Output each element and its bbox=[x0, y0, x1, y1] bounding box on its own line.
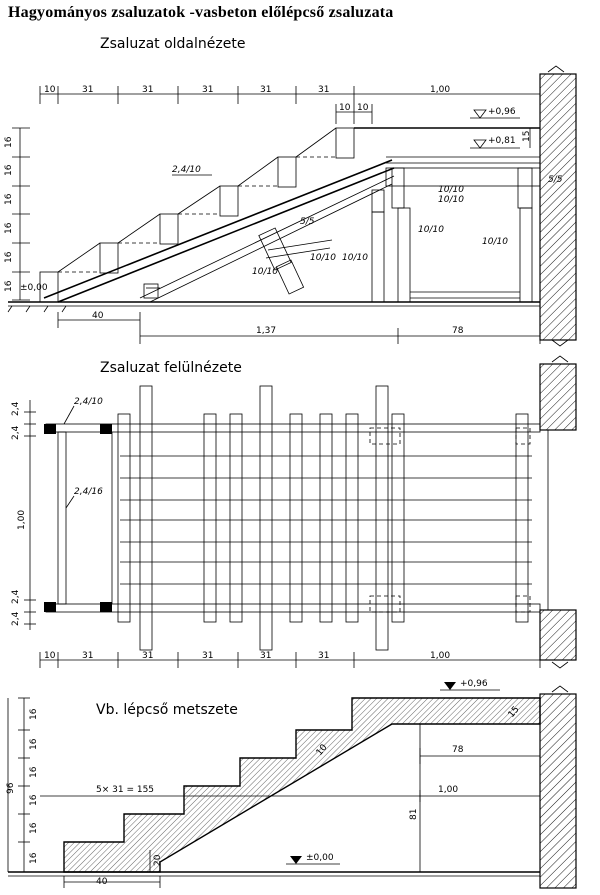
top-left-24-d: 2,4 bbox=[11, 611, 21, 626]
side-left-16-c: 16 bbox=[4, 193, 14, 205]
top-left-dimension: 2,4 2,4 1,00 2,4 2,4 bbox=[11, 400, 36, 630]
cross-dim-81: 81 bbox=[409, 809, 419, 820]
side-left-16-e: 16 bbox=[4, 251, 14, 263]
top-dim-31-d: 31 bbox=[260, 651, 271, 661]
cross-levels: +0,96 ±0,00 bbox=[286, 679, 500, 865]
side-landing bbox=[143, 127, 541, 303]
top-bottom-dimension: 10 31 31 31 31 31 1,00 bbox=[39, 651, 541, 668]
top-label-2410: 2,4/10 bbox=[74, 397, 103, 407]
side-dim-40: 40 bbox=[92, 311, 104, 321]
cross-left-16-e: 16 bbox=[29, 822, 39, 834]
side-levels: +0,96 +0,81 15 ±0,00 bbox=[20, 107, 532, 293]
cross-dim-155: 5× 31 = 155 bbox=[96, 785, 154, 795]
cross-left-16-d: 16 bbox=[29, 794, 39, 806]
side-dim-31-e: 31 bbox=[318, 85, 329, 95]
top-dim-31-a: 31 bbox=[82, 651, 93, 661]
side-dim-small-10-b: 10 bbox=[357, 103, 369, 113]
side-label-1010-a: 10/10 bbox=[438, 185, 464, 195]
side-label-2410: 2,4/10 bbox=[172, 165, 201, 175]
side-bottom-dimension: 40 1,37 78 bbox=[57, 311, 541, 344]
cross-dim-78: 78 bbox=[452, 745, 464, 755]
side-dim-78: 78 bbox=[452, 326, 464, 336]
side-labels: 2,4/10 5/5 5/5 10/10 10/10 10/10 10/10 1… bbox=[172, 165, 563, 277]
top-crossbeams bbox=[117, 385, 529, 651]
cross-level-096: +0,96 bbox=[460, 679, 488, 689]
side-dim-31-d: 31 bbox=[260, 85, 271, 95]
cross-left-16-f: 16 bbox=[29, 852, 39, 864]
side-step-boards bbox=[39, 127, 355, 303]
cross-dim-20: 20 bbox=[153, 854, 163, 866]
side-label-1010-c: 10/10 bbox=[418, 225, 444, 235]
cross-left-dimension: 96 16 16 16 16 16 16 bbox=[6, 697, 39, 873]
side-dim-10: 10 bbox=[44, 85, 56, 95]
top-label-2416: 2,4/16 bbox=[74, 487, 103, 497]
side-level-000: ±0,00 bbox=[20, 283, 48, 293]
side-view-title: Zsaluzat oldalnézete bbox=[100, 36, 245, 52]
cross-ground bbox=[8, 871, 540, 877]
side-dim-31-b: 31 bbox=[142, 85, 153, 95]
cross-left-16-b: 16 bbox=[29, 738, 39, 750]
cross-left-16-c: 16 bbox=[29, 766, 39, 778]
top-left-100: 1,00 bbox=[17, 510, 27, 530]
top-wall bbox=[539, 355, 577, 669]
cross-concrete-stair bbox=[63, 697, 541, 873]
top-left-24-b: 2,4 bbox=[11, 425, 21, 440]
side-label-1010-b: 10/10 bbox=[438, 195, 464, 205]
side-left-16-b: 16 bbox=[4, 164, 14, 176]
drawing-title: Hagyományos zsaluzatok -vasbeton előlépc… bbox=[8, 4, 394, 21]
side-label-55-b: 5/5 bbox=[548, 175, 563, 185]
side-label-55-a: 5/5 bbox=[300, 217, 315, 227]
cross-dim-40: 40 bbox=[96, 877, 108, 887]
side-label-1010-e: 10/10 bbox=[310, 253, 336, 263]
side-left-dimension: 16 16 16 16 16 16 bbox=[4, 127, 30, 301]
top-dim-100: 1,00 bbox=[430, 651, 450, 661]
top-left-24-c: 2,4 bbox=[11, 589, 21, 604]
cross-section-title: Vb. lépcső metszete bbox=[96, 702, 238, 718]
side-dim-15: 15 bbox=[522, 131, 532, 142]
cross-left-16-a: 16 bbox=[29, 708, 39, 720]
cross-dim-100: 1,00 bbox=[438, 785, 458, 795]
top-planks bbox=[120, 455, 532, 585]
side-level-081: +0,81 bbox=[488, 136, 516, 146]
side-dim-small-10-a: 10 bbox=[339, 103, 351, 113]
side-top-dimension: 10 31 31 31 31 31 1,00 10 10 bbox=[39, 85, 541, 124]
top-dim-31-e: 31 bbox=[318, 651, 329, 661]
side-level-096: +0,96 bbox=[488, 107, 516, 117]
cross-dim-96: 96 bbox=[6, 782, 16, 794]
top-labels: 2,4/10 2,4/16 bbox=[63, 397, 103, 509]
side-stringer bbox=[43, 159, 395, 303]
side-left-16-f: 16 bbox=[4, 280, 14, 292]
side-label-1010-g: 10/10 bbox=[252, 267, 278, 277]
side-dim-31-a: 31 bbox=[82, 85, 93, 95]
side-left-16-a: 16 bbox=[4, 136, 14, 148]
side-label-1010-f: 10/10 bbox=[342, 253, 368, 263]
side-ground bbox=[7, 301, 540, 313]
side-label-1010-d: 10/10 bbox=[482, 237, 508, 247]
side-dim-31-c: 31 bbox=[202, 85, 213, 95]
cross-level-000: ±0,00 bbox=[306, 853, 334, 863]
top-left-24-a: 2,4 bbox=[11, 401, 21, 416]
top-dim-31-b: 31 bbox=[142, 651, 153, 661]
top-view-title: Zsaluzat felülnézete bbox=[100, 360, 242, 376]
top-dim-10: 10 bbox=[44, 651, 56, 661]
side-left-16-d: 16 bbox=[4, 222, 14, 234]
cross-wall bbox=[539, 685, 577, 889]
side-wall bbox=[539, 65, 577, 347]
side-dim-100: 1,00 bbox=[430, 85, 450, 95]
top-corner-blocks bbox=[44, 424, 531, 613]
top-dim-31-c: 31 bbox=[202, 651, 213, 661]
side-dim-137: 1,37 bbox=[256, 326, 276, 336]
